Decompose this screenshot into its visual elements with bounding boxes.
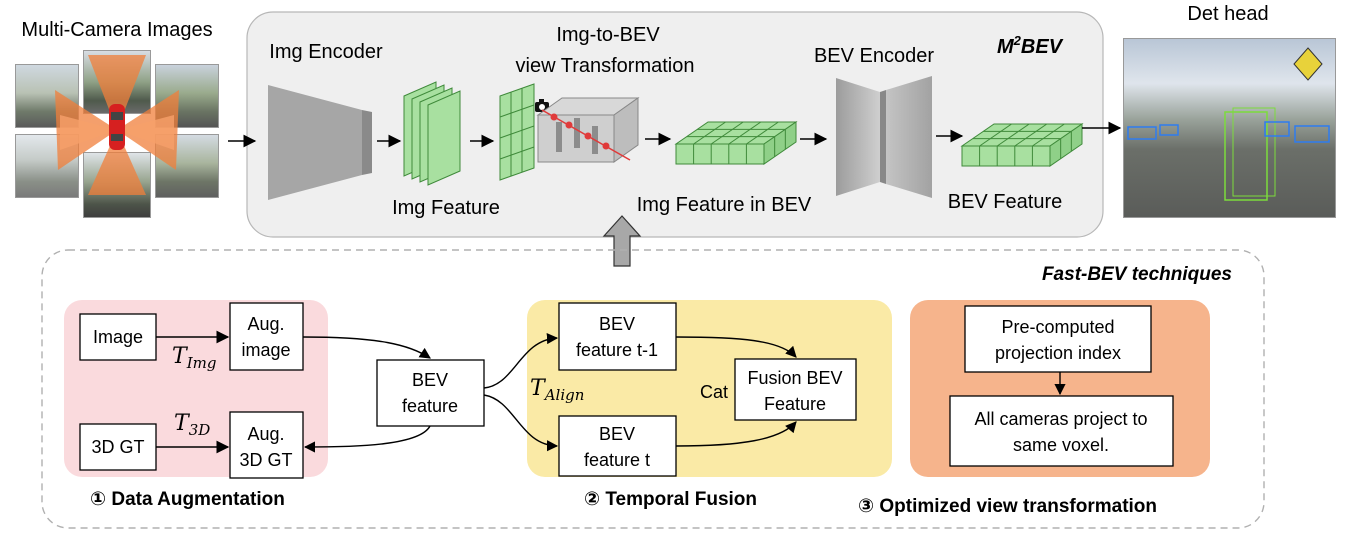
image-box-label: Image	[93, 327, 143, 347]
img-feature-label: Img Feature	[392, 197, 500, 219]
fusion-bev-feature-line1: Fusion BEV	[747, 368, 842, 388]
bev-feature-current-line2: feature t	[584, 450, 650, 470]
bev-feature-prev-line1: BEV	[599, 314, 635, 334]
detection-boxes	[1127, 47, 1330, 201]
img-feature-stack	[403, 81, 461, 186]
data-augmentation-caption: ① Data Augmentation	[90, 489, 285, 510]
fast-bev-title: Fast-BEV techniques	[1042, 264, 1232, 285]
bev-feature-prev-box	[558, 302, 677, 371]
slab-grid-line	[710, 121, 744, 145]
t-3d-label: T3D	[174, 411, 210, 439]
t-align-label: TAlign	[530, 376, 584, 404]
same-voxel-line2: same voxel.	[1013, 435, 1109, 455]
precomputed-index-line2: projection index	[995, 343, 1121, 363]
aug-gt-box	[229, 411, 304, 479]
img-encoder-shape	[268, 85, 372, 200]
slab-grid-line	[996, 123, 1030, 147]
img-feature-in-bev-volume	[674, 121, 798, 165]
bev-feature-box-line2: feature	[402, 396, 458, 416]
slab-grid-line	[728, 121, 762, 145]
bev-encoder-shape	[836, 76, 932, 198]
arrow-aug-image-to-bev	[302, 336, 431, 359]
bev-feature-prev-line2: feature t-1	[576, 340, 658, 360]
bev-feature-volume	[960, 123, 1084, 167]
slab-grid-line	[979, 123, 1012, 147]
camera-image-front-left	[15, 64, 79, 128]
optimized-transform-caption: ③ Optimized view transformation	[858, 496, 1157, 517]
aug-gt-label-line2: 3D GT	[239, 450, 292, 470]
same-voxel-box	[949, 395, 1174, 467]
fast-bev-panel	[41, 249, 1265, 529]
aug-image-box	[229, 302, 304, 371]
img-grid	[499, 83, 535, 181]
fusion-bev-feature-box	[734, 358, 857, 421]
arrow-prev-to-fusion	[675, 336, 797, 358]
bev-feature-box-line1: BEV	[412, 370, 448, 390]
cat-label: Cat	[700, 382, 728, 402]
model-name: M2BEV	[997, 33, 1064, 58]
arrow-current-to-fusion	[675, 421, 797, 447]
bev-feature-label: BEV Feature	[948, 191, 1063, 213]
camera-image-front-right	[155, 64, 219, 128]
img-feature-in-bev-label: Img Feature in BEV	[637, 194, 812, 216]
fusion-bev-feature-line2: Feature	[764, 394, 826, 414]
aug-image-label-line1: Aug.	[247, 314, 284, 334]
precomputed-index-line1: Pre-computed	[1001, 317, 1114, 337]
slab-front-face	[675, 143, 765, 165]
same-voxel-line1: All cameras project to	[974, 409, 1147, 429]
slab-grid-line	[1014, 123, 1048, 147]
voxel-volume	[536, 97, 640, 163]
gt-box	[79, 423, 157, 471]
slab-grid-line	[1032, 123, 1065, 147]
image-box	[79, 313, 157, 361]
slab-grid-line	[693, 121, 726, 145]
multi-camera-title: Multi-Camera Images	[21, 19, 212, 41]
bev-encoder-label: BEV Encoder	[814, 45, 934, 67]
img-to-bev-label-line1: Img-to-BEV	[556, 24, 660, 46]
gt-box-label: 3D GT	[91, 437, 144, 457]
img-to-bev-label-line2: view Transformation	[516, 55, 695, 77]
aug-gt-label-line1: Aug.	[247, 424, 284, 444]
upward-fat-arrow	[602, 215, 642, 267]
t-img-label: TImg	[172, 344, 216, 372]
arrow-bev-to-current	[483, 394, 559, 452]
arrow-bev-to-aug-gt	[303, 425, 431, 453]
bev-feature-box	[376, 359, 485, 427]
det-head-title: Det head	[1187, 3, 1268, 25]
ego-vehicle-icon	[55, 55, 179, 195]
img-encoder-label: Img Encoder	[269, 41, 383, 63]
aug-image-label-line2: image	[241, 340, 290, 360]
bev-feature-current-line1: BEV	[599, 424, 635, 444]
temporal-fusion-caption: ② Temporal Fusion	[584, 489, 757, 510]
precomputed-index-box	[964, 305, 1152, 373]
arrow-bev-to-prev	[483, 332, 559, 389]
bev-feature-current-box	[558, 415, 677, 477]
slab-grid-line	[746, 121, 779, 145]
slab-front-face	[961, 145, 1051, 167]
